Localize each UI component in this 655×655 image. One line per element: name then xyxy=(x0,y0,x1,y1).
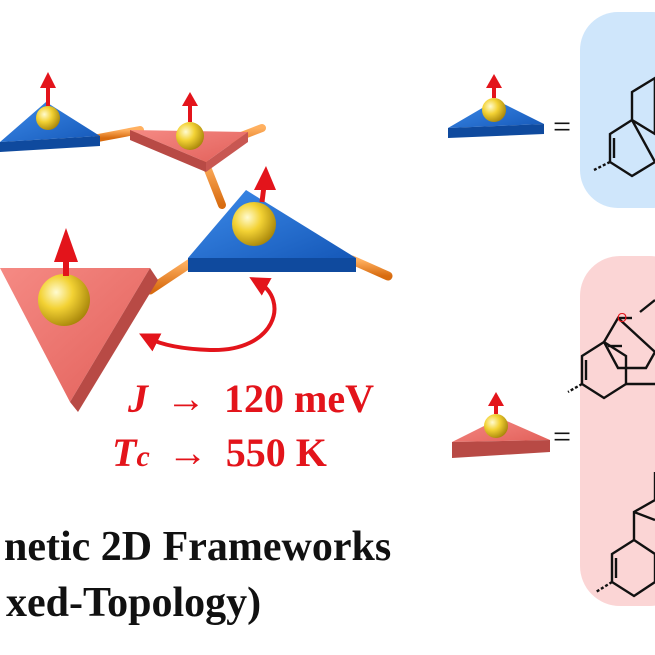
tc-subscript: c xyxy=(136,440,150,473)
coupling-value: 120 meV xyxy=(224,376,374,421)
legend-blue-node-icon xyxy=(448,74,544,138)
exchange-coupling-arrow xyxy=(139,277,277,353)
equals-sign-blue: = xyxy=(553,108,572,144)
small-blue-triangle-node xyxy=(0,72,100,152)
red-legend-panel xyxy=(580,256,655,606)
red-node-molecule-top xyxy=(567,299,655,400)
legend-red-node-icon xyxy=(452,392,550,458)
red-node-molecule-bottom xyxy=(595,472,655,598)
tc-arrow: → xyxy=(167,430,208,475)
title-line-2: xed-Topology) xyxy=(6,580,262,626)
large-blue-triangle-node xyxy=(188,166,356,272)
coupling-annotation: J → 120 meV xyxy=(128,376,374,422)
small-red-triangle-node xyxy=(130,92,248,172)
large-red-triangle-node xyxy=(0,228,158,412)
coupling-symbol: J xyxy=(128,376,148,421)
tc-annotation: Tc → 550 K xyxy=(112,430,327,480)
equals-sign-red: = xyxy=(553,418,572,454)
blue-node-molecule xyxy=(593,76,655,178)
blue-legend-panel xyxy=(580,12,655,208)
oxygen-atom-label: O xyxy=(617,310,627,325)
title-line-1: netic 2D Frameworks xyxy=(4,524,392,570)
tc-symbol: T xyxy=(112,430,137,475)
tc-value: 550 K xyxy=(225,430,327,475)
coupling-arrow: → xyxy=(166,376,206,421)
